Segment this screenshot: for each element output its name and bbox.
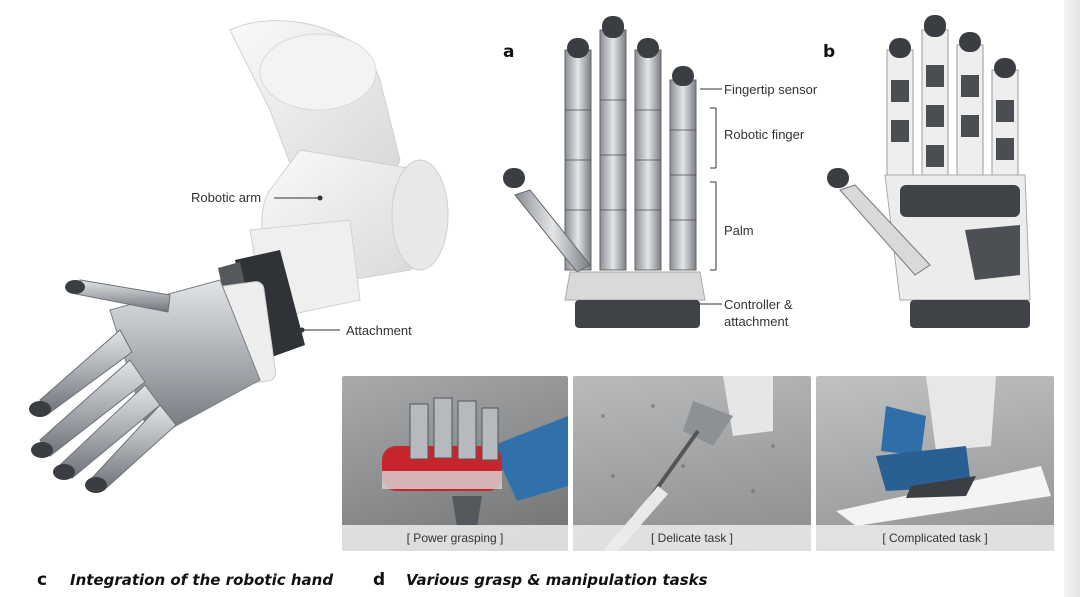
photo-power-grasping: [ Power grasping ] — [342, 376, 568, 551]
covered-fingertips — [889, 15, 1016, 78]
mechanical-hand-front-view — [503, 16, 706, 328]
caption-c-title: Integration of the robotic hand — [70, 571, 334, 589]
page-edge-shadow — [1064, 0, 1080, 597]
fingertips — [29, 280, 107, 493]
arm-segment — [723, 376, 773, 436]
complicated-task-label: [ Complicated task ] — [816, 525, 1054, 551]
blue-arm — [492, 416, 568, 501]
photo-complicated-task: [ Complicated task ] — [816, 376, 1054, 551]
robotic-finger-label: Robotic finger — [724, 127, 805, 142]
mechanical-fingers — [564, 29, 697, 271]
controller-attachment-label-line1: Controller & — [724, 297, 793, 312]
robotic-arm — [229, 20, 449, 321]
panel-a-leaders — [700, 88, 722, 305]
palm-label: Palm — [724, 223, 754, 238]
mechanical-fingertips — [567, 16, 694, 86]
covered-hand-front-view — [827, 15, 1031, 328]
power-grasping-label: [ Power grasping ] — [342, 525, 568, 551]
mechanical-thumb — [503, 168, 591, 273]
delicate-task-label: [ Delicate task ] — [573, 525, 811, 551]
robotic-arm-label: Robotic arm — [191, 190, 262, 205]
robotic-arm-with-hand-illustration — [29, 20, 449, 493]
fingertip-sensor-label: Fingertip sensor — [724, 82, 818, 97]
arm-segment — [926, 376, 996, 451]
panel-letter-c: c — [37, 570, 48, 590]
panel-letter-d: d — [373, 570, 386, 590]
robotic-fingers — [39, 279, 177, 491]
photo-delicate-task: [ Delicate task ] — [573, 376, 811, 551]
caption-d-title: Various grasp & manipulation tasks — [406, 571, 708, 589]
panel-letter-a: a — [503, 42, 515, 62]
panel-letter-b: b — [823, 42, 836, 62]
attachment-label: Attachment — [346, 323, 412, 338]
covered-thumb — [827, 168, 931, 276]
controller-attachment-label-line2: attachment — [724, 314, 789, 329]
